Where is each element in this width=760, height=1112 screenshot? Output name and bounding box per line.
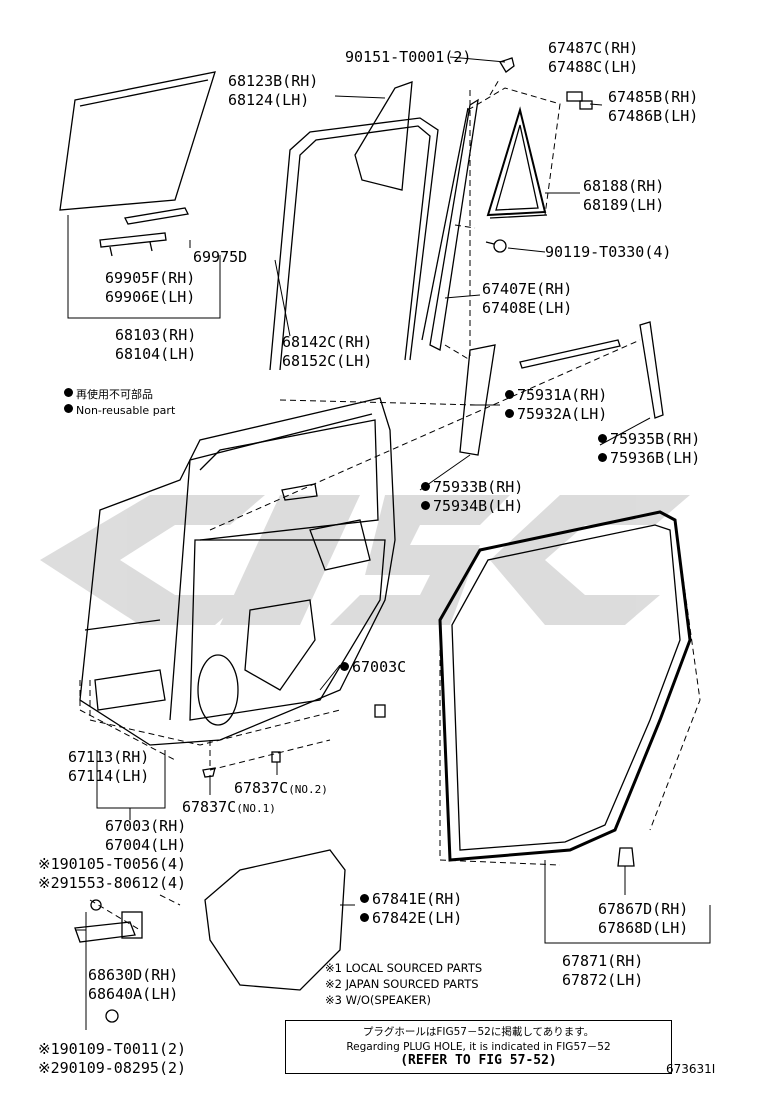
part-68640: 68640A(LH) bbox=[88, 985, 179, 1003]
figure-id: 673631I bbox=[666, 1062, 716, 1076]
door-hinge bbox=[74, 899, 143, 1023]
part-75934: 75934B(LH) bbox=[421, 497, 523, 516]
glass-channel bbox=[99, 207, 189, 257]
non-reusable-dot-icon bbox=[421, 501, 430, 510]
part-67003c: 67003C bbox=[340, 658, 406, 677]
part-90151: 90151-T0001(2) bbox=[345, 48, 472, 66]
part-67003: 67003(RH) bbox=[105, 817, 187, 835]
part-68103: 68103(RH) bbox=[115, 326, 197, 344]
legend-en: Non-reusable part bbox=[64, 404, 175, 418]
part-69906: 69906E(LH) bbox=[105, 288, 196, 306]
screw-90119 bbox=[485, 239, 507, 253]
pillar-garnish-75935 bbox=[639, 321, 664, 419]
part-68104: 68104(LH) bbox=[115, 345, 197, 363]
non-reusable-dot-icon bbox=[598, 453, 607, 462]
pillar-garnish-75931 bbox=[519, 339, 621, 369]
non-reusable-dot-icon bbox=[360, 894, 369, 903]
part-90109-a: ※190109-T0011(2) bbox=[38, 1040, 187, 1058]
service-hole-cover bbox=[204, 849, 346, 991]
legend-jp: 再使用不可部品 bbox=[64, 388, 153, 402]
part-75933: 75933B(RH) bbox=[421, 478, 523, 497]
part-67837-no1: 67837C(NO.1) bbox=[182, 798, 276, 816]
clip-67485 bbox=[566, 91, 593, 110]
plug-67867 bbox=[617, 847, 635, 867]
part-67841: 67841E(RH) bbox=[360, 890, 462, 909]
part-75932: 75932A(LH) bbox=[505, 405, 607, 424]
non-reusable-dot-icon bbox=[505, 409, 514, 418]
part-68189: 68189(LH) bbox=[583, 196, 665, 214]
non-reusable-dot-icon bbox=[598, 434, 607, 443]
part-67485: 67485B(RH) bbox=[608, 88, 699, 106]
part-67872: 67872(LH) bbox=[562, 971, 644, 989]
part-67871: 67871(RH) bbox=[562, 952, 644, 970]
part-68124: 68124(LH) bbox=[228, 91, 310, 109]
note-3: ※3 W/O(SPEAKER) bbox=[325, 993, 432, 1007]
part-67113: 67113(RH) bbox=[68, 748, 150, 766]
part-67487: 67487C(RH) bbox=[548, 39, 639, 57]
part-68142: 68142C(RH) bbox=[282, 333, 373, 351]
part-91553: ※291553-80612(4) bbox=[38, 874, 187, 892]
part-75935: 75935B(RH) bbox=[598, 430, 700, 449]
part-67868: 67868D(LH) bbox=[598, 919, 689, 937]
part-69905: 69905F(RH) bbox=[105, 269, 196, 287]
note-1: ※1 LOCAL SOURCED PARTS bbox=[325, 961, 483, 975]
part-67837-no2: 67837C(NO.2) bbox=[234, 779, 328, 797]
glass-run-channel bbox=[269, 117, 439, 371]
part-90119: 90119-T0330(4) bbox=[545, 243, 672, 261]
reference-box: プラグホールはFIG57－52に掲載してあります。 Regarding PLUG… bbox=[285, 1020, 672, 1074]
watermark-logo bbox=[40, 495, 690, 625]
part-75936: 75936B(LH) bbox=[598, 449, 700, 468]
part-67407: 67407E(RH) bbox=[482, 280, 573, 298]
part-68123: 68123B(RH) bbox=[228, 72, 319, 90]
door-weatherstrip bbox=[438, 510, 692, 862]
part-68152: 68152C(LH) bbox=[282, 352, 373, 370]
part-67486: 67486B(LH) bbox=[608, 107, 699, 125]
part-90109-b: ※290109-08295(2) bbox=[38, 1059, 187, 1077]
non-reusable-dot-icon bbox=[505, 390, 514, 399]
reference-refer: (REFER TO FIG 57-52) bbox=[400, 1053, 557, 1068]
rear-quarter-window bbox=[486, 106, 548, 219]
reference-jp: プラグホールはFIG57－52に掲載してあります。 bbox=[362, 1026, 595, 1038]
part-67488: 67488C(LH) bbox=[548, 58, 639, 76]
pillar-garnish-75933 bbox=[459, 344, 496, 456]
part-68630: 68630D(RH) bbox=[88, 966, 179, 984]
part-67114: 67114(LH) bbox=[68, 767, 150, 785]
rear-door-panel bbox=[79, 397, 396, 746]
leader-lines bbox=[67, 56, 711, 1030]
clip-67837 bbox=[202, 751, 281, 778]
non-reusable-dot-icon bbox=[64, 388, 73, 397]
division-bar bbox=[421, 98, 479, 351]
non-reusable-dot-icon bbox=[64, 404, 73, 413]
part-67867: 67867D(RH) bbox=[598, 900, 689, 918]
note-2: ※2 JAPAN SOURCED PARTS bbox=[325, 977, 479, 991]
door-glass bbox=[59, 71, 216, 211]
quarter-glass bbox=[354, 81, 413, 191]
non-reusable-dot-icon bbox=[360, 913, 369, 922]
clip-67003c bbox=[374, 704, 386, 718]
part-69975: 69975D bbox=[193, 248, 248, 266]
screw-90151 bbox=[499, 57, 515, 73]
part-67842: 67842E(LH) bbox=[360, 909, 462, 928]
part-75931: 75931A(RH) bbox=[505, 386, 607, 405]
non-reusable-dot-icon bbox=[421, 482, 430, 491]
reference-en: Regarding PLUG HOLE, it is indicated in … bbox=[346, 1041, 611, 1053]
part-90105: ※190105-T0056(4) bbox=[38, 855, 187, 873]
part-68188: 68188(RH) bbox=[583, 177, 665, 195]
part-67408: 67408E(LH) bbox=[482, 299, 573, 317]
part-67004: 67004(LH) bbox=[105, 836, 187, 854]
dashed-guide-lines bbox=[79, 77, 701, 931]
non-reusable-dot-icon bbox=[340, 662, 349, 671]
